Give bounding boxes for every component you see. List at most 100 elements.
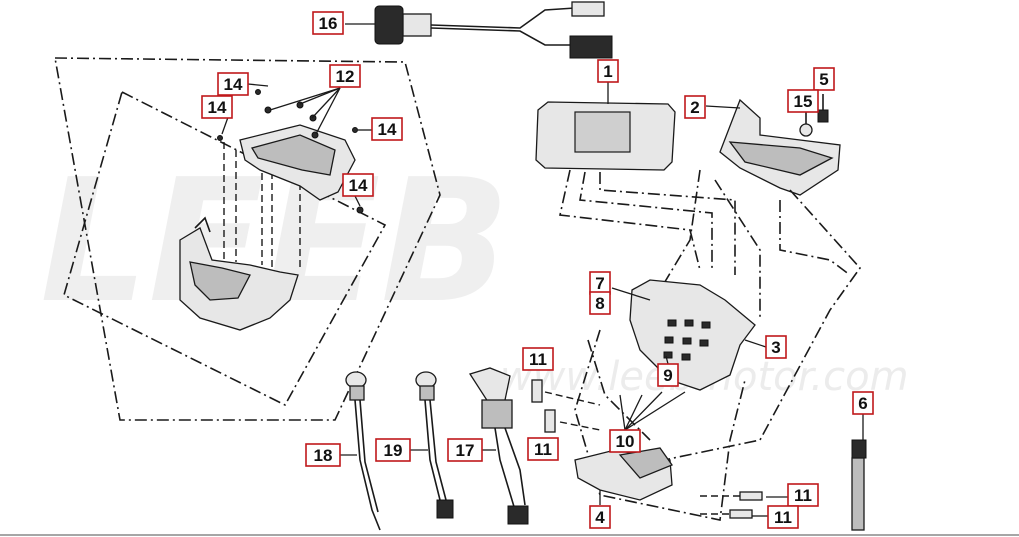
clamp-frame (587, 339, 651, 441)
svg-text:10: 10 (616, 432, 635, 451)
callout-11: 11 (787, 483, 819, 507)
button-wire (429, 399, 447, 501)
connector-b (569, 35, 613, 59)
svg-text:12: 12 (336, 67, 355, 86)
callout-16: 16 (312, 11, 344, 35)
svg-text:18: 18 (314, 446, 333, 465)
callout-17: 17 (447, 438, 483, 462)
leader (624, 394, 643, 431)
screw (352, 127, 358, 133)
leader (624, 391, 686, 431)
callout-11: 11 (767, 505, 799, 529)
cowl-tab (194, 216, 211, 233)
bolt-11 (729, 509, 753, 519)
right-bracket-inner (728, 141, 834, 176)
svg-text:4: 4 (595, 508, 605, 527)
button-wire (424, 399, 441, 501)
handlebar-mount (629, 279, 756, 391)
svg-text:14: 14 (378, 120, 397, 139)
callout-14: 14 (217, 72, 249, 96)
callout-5: 5 (813, 67, 835, 91)
routing-line (659, 169, 701, 291)
callout-7: 7 (589, 271, 611, 295)
leader (744, 339, 767, 348)
leader (247, 83, 269, 87)
cable (430, 7, 576, 29)
routing-line (599, 172, 736, 275)
button-wire (354, 399, 381, 531)
callout-9: 9 (657, 363, 679, 387)
callout-14: 14 (201, 95, 233, 119)
callout-8: 8 (589, 291, 611, 315)
callout-18: 18 (305, 443, 341, 467)
routing-line (779, 200, 851, 276)
callout-11: 11 (527, 437, 559, 461)
svg-text:5: 5 (819, 70, 828, 89)
svg-text:14: 14 (208, 98, 227, 117)
front-cowl-enclosure (54, 57, 441, 421)
svg-text:11: 11 (529, 350, 547, 369)
button-wire (359, 399, 379, 513)
leader (624, 391, 663, 431)
leader (269, 87, 341, 111)
leader (705, 105, 741, 109)
svg-text:1: 1 (603, 62, 612, 81)
svg-text:9: 9 (663, 366, 672, 385)
svg-text:3: 3 (771, 338, 780, 357)
switch-plug (507, 505, 529, 525)
screw (309, 114, 317, 122)
ignition-switch-body (481, 399, 513, 429)
guide-line (544, 391, 601, 406)
leader (665, 355, 669, 365)
svg-text:16: 16 (319, 14, 338, 33)
screw (255, 89, 261, 95)
leader (311, 87, 341, 119)
cable (430, 27, 570, 46)
callout-6: 6 (852, 391, 874, 415)
svg-text:19: 19 (384, 441, 403, 460)
svg-text:2: 2 (690, 98, 699, 117)
connector-a (571, 1, 605, 17)
callout-19: 19 (375, 438, 411, 462)
callout-14: 14 (342, 173, 374, 197)
svg-text:7: 7 (595, 274, 604, 293)
cowl-frame-outline (63, 91, 387, 407)
switch-button-18-body (349, 385, 365, 401)
connector-body (402, 13, 432, 37)
callout-12: 12 (329, 64, 361, 88)
cable-tie-head (851, 439, 867, 459)
cluster-screen (574, 111, 631, 153)
svg-text:8: 8 (595, 294, 604, 313)
svg-text:6: 6 (858, 394, 867, 413)
callout-1: 1 (597, 59, 619, 83)
bolt-grid (663, 319, 711, 361)
routing-line (579, 171, 713, 270)
svg-text:14: 14 (349, 176, 368, 195)
headlight-lens (189, 261, 251, 301)
callout-3: 3 (765, 335, 787, 359)
switch-wire (494, 427, 516, 511)
svg-text:15: 15 (794, 92, 813, 111)
switch-wire (504, 427, 526, 506)
callout-14: 14 (371, 117, 403, 141)
clamp-frame (574, 329, 746, 521)
svg-text:11: 11 (534, 440, 552, 459)
leader (611, 287, 651, 301)
routing-line (714, 179, 761, 320)
svg-text:11: 11 (794, 486, 812, 505)
bolt-11 (531, 379, 543, 403)
svg-text:17: 17 (456, 441, 475, 460)
button-plug (436, 499, 454, 519)
bolt (817, 109, 829, 123)
guide-line (559, 421, 601, 431)
svg-text:14: 14 (224, 75, 243, 94)
washer (799, 123, 813, 137)
lower-bracket-cap (618, 447, 674, 479)
routing-line (639, 189, 862, 466)
routing-line (559, 169, 701, 271)
callout-11: 11 (522, 347, 554, 371)
upper-cowl-bracket-inner (251, 134, 336, 176)
cable-tie-strap (851, 457, 865, 531)
svg-text:11: 11 (774, 508, 792, 527)
